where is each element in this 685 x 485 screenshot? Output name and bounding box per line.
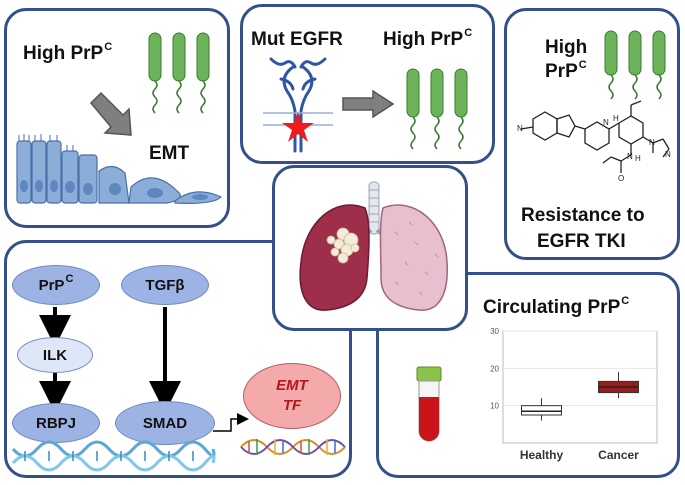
emt-panel-title: High PrPC: [23, 41, 113, 64]
prp-rods-icon: [604, 30, 666, 100]
dna-strand-icon: [240, 439, 346, 455]
blood-tube-icon: [416, 366, 442, 442]
lungs-panel: [272, 165, 468, 331]
svg-text:N: N: [517, 124, 523, 133]
tgfb-node: TGFβ: [121, 265, 209, 305]
rbpj-node: RBPJ: [12, 403, 100, 443]
emt-panel: High PrPC EMT: [4, 8, 230, 228]
svg-text:N: N: [649, 138, 655, 147]
tki-high-label: High: [545, 37, 588, 58]
boxplot-chart: 10 20 30 Healthy Cancer: [490, 327, 658, 462]
resistance-line2: EGFR TKI: [537, 231, 626, 252]
svg-text:N: N: [627, 152, 633, 161]
svg-text:O: O: [618, 174, 624, 183]
svg-text:N: N: [603, 118, 609, 127]
ilk-node: ILK: [17, 337, 93, 373]
mutation-star-icon: [282, 112, 314, 142]
mut-egfr-label: Mut EGFR: [251, 29, 343, 50]
x-tick-label: Cancer: [598, 448, 639, 462]
emt-label: EMT: [149, 143, 190, 164]
x-tick-label: Healthy: [520, 448, 564, 462]
right-arrow-icon: [342, 89, 395, 119]
svg-text:N: N: [665, 150, 671, 159]
pathway-arrows: [39, 307, 249, 432]
tki-resistance-panel: High PrPC: [504, 8, 680, 260]
egfr-panel-title: High PrPC: [383, 27, 473, 50]
emt-cells-illustration: [16, 134, 223, 204]
prp-rods-icon: [148, 32, 210, 114]
box-healthy: [521, 405, 562, 416]
circulating-title: Circulating PrPC: [483, 295, 630, 318]
dna-helix-icon: [11, 440, 216, 472]
egfr-panel: Mut EGFR High PrPC: [240, 4, 495, 164]
svg-text:H: H: [613, 114, 619, 123]
smad-node: SMAD: [115, 401, 215, 445]
y-tick-label: 20: [490, 364, 499, 373]
down-arrow-icon: [89, 91, 132, 136]
tki-prp-label: PrPC: [545, 59, 587, 82]
svg-text:H: H: [635, 154, 641, 163]
y-tick-label: 30: [490, 327, 499, 336]
resistance-line1: Resistance to: [521, 205, 645, 226]
prp-rods-icon: [406, 68, 468, 150]
lungs-illustration: [299, 181, 448, 311]
y-tick-label: 10: [490, 402, 499, 411]
